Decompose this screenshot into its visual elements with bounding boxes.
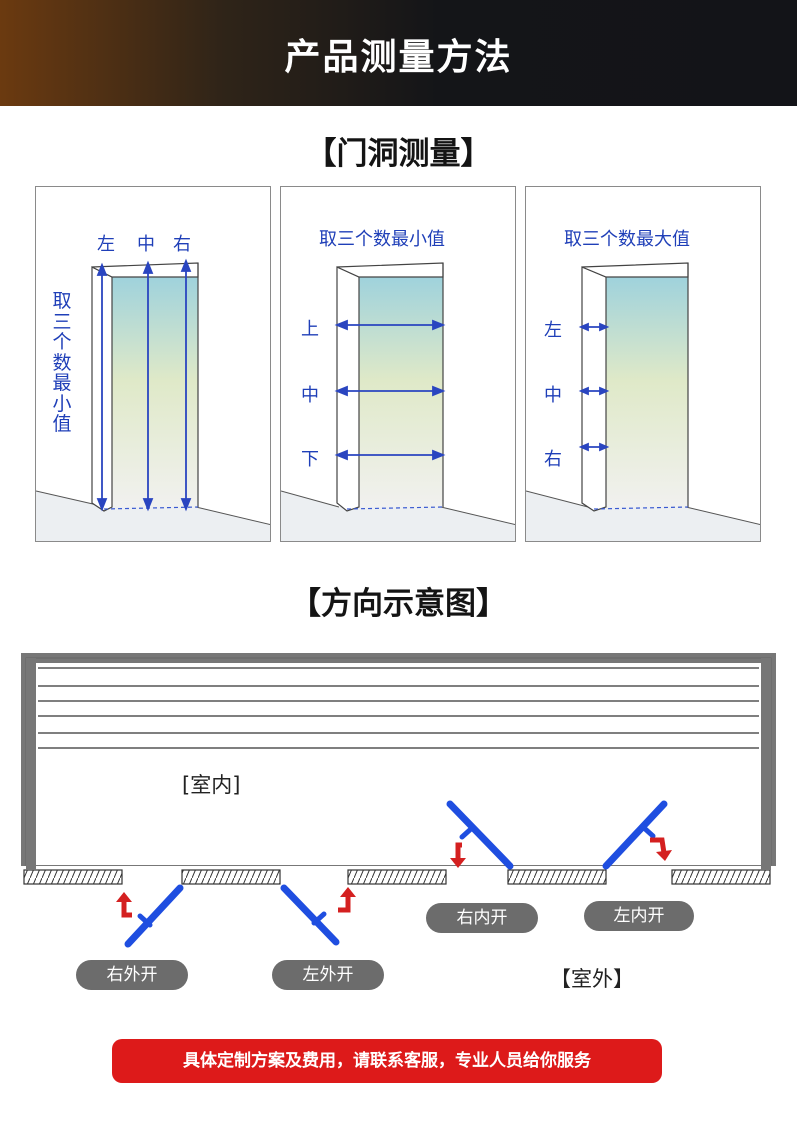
door-direction-diagram [20,653,780,948]
door-type-right-outward: 右外开 [76,960,188,990]
door-type-left-outward: 左外开 [272,960,384,990]
page-title: 产品测量方法 [284,37,513,78]
contact-cta-banner[interactable]: 具体定制方案及费用，请联系客服，专业人员给你服务 [112,1039,662,1083]
section-title-measure: 【门洞测量】 [305,136,492,172]
label-top: 上 [301,319,319,340]
panel-caption-max: 取三个数最大值 [564,229,690,250]
label-middle: 中 [137,234,155,255]
measure-panel-width: 取三个数最小值 上 中 下 [280,186,516,542]
label-right: 右 [173,234,191,255]
label-left: 左 [97,234,115,255]
outdoor-label: 【室外】 [550,967,634,991]
section-title-direction: 【方向示意图】 [290,586,507,622]
side-instruction: 取 三 个 数 最 小 值 [52,290,72,435]
header-banner: 产品测量方法 [0,0,797,106]
door-type-left-inward: 左内开 [584,901,694,931]
measure-panel-height: 左 中 右 取 三 个 数 最 小 值 [35,186,271,542]
door-type-right-inward: 右内开 [426,903,538,933]
label-middle: 中 [301,385,319,406]
label-right: 右 [544,449,562,470]
label-left: 左 [544,320,562,341]
door-illustration-width [281,187,515,541]
label-bottom: 下 [301,449,319,470]
door-illustration-thickness [526,187,760,541]
panel-caption-min: 取三个数最小值 [319,229,445,250]
measure-panel-thickness: 取三个数最大值 左 中 右 [525,186,761,542]
label-middle: 中 [544,385,562,406]
door-illustration-height [36,187,270,541]
indoor-label: [室内] [182,773,241,797]
